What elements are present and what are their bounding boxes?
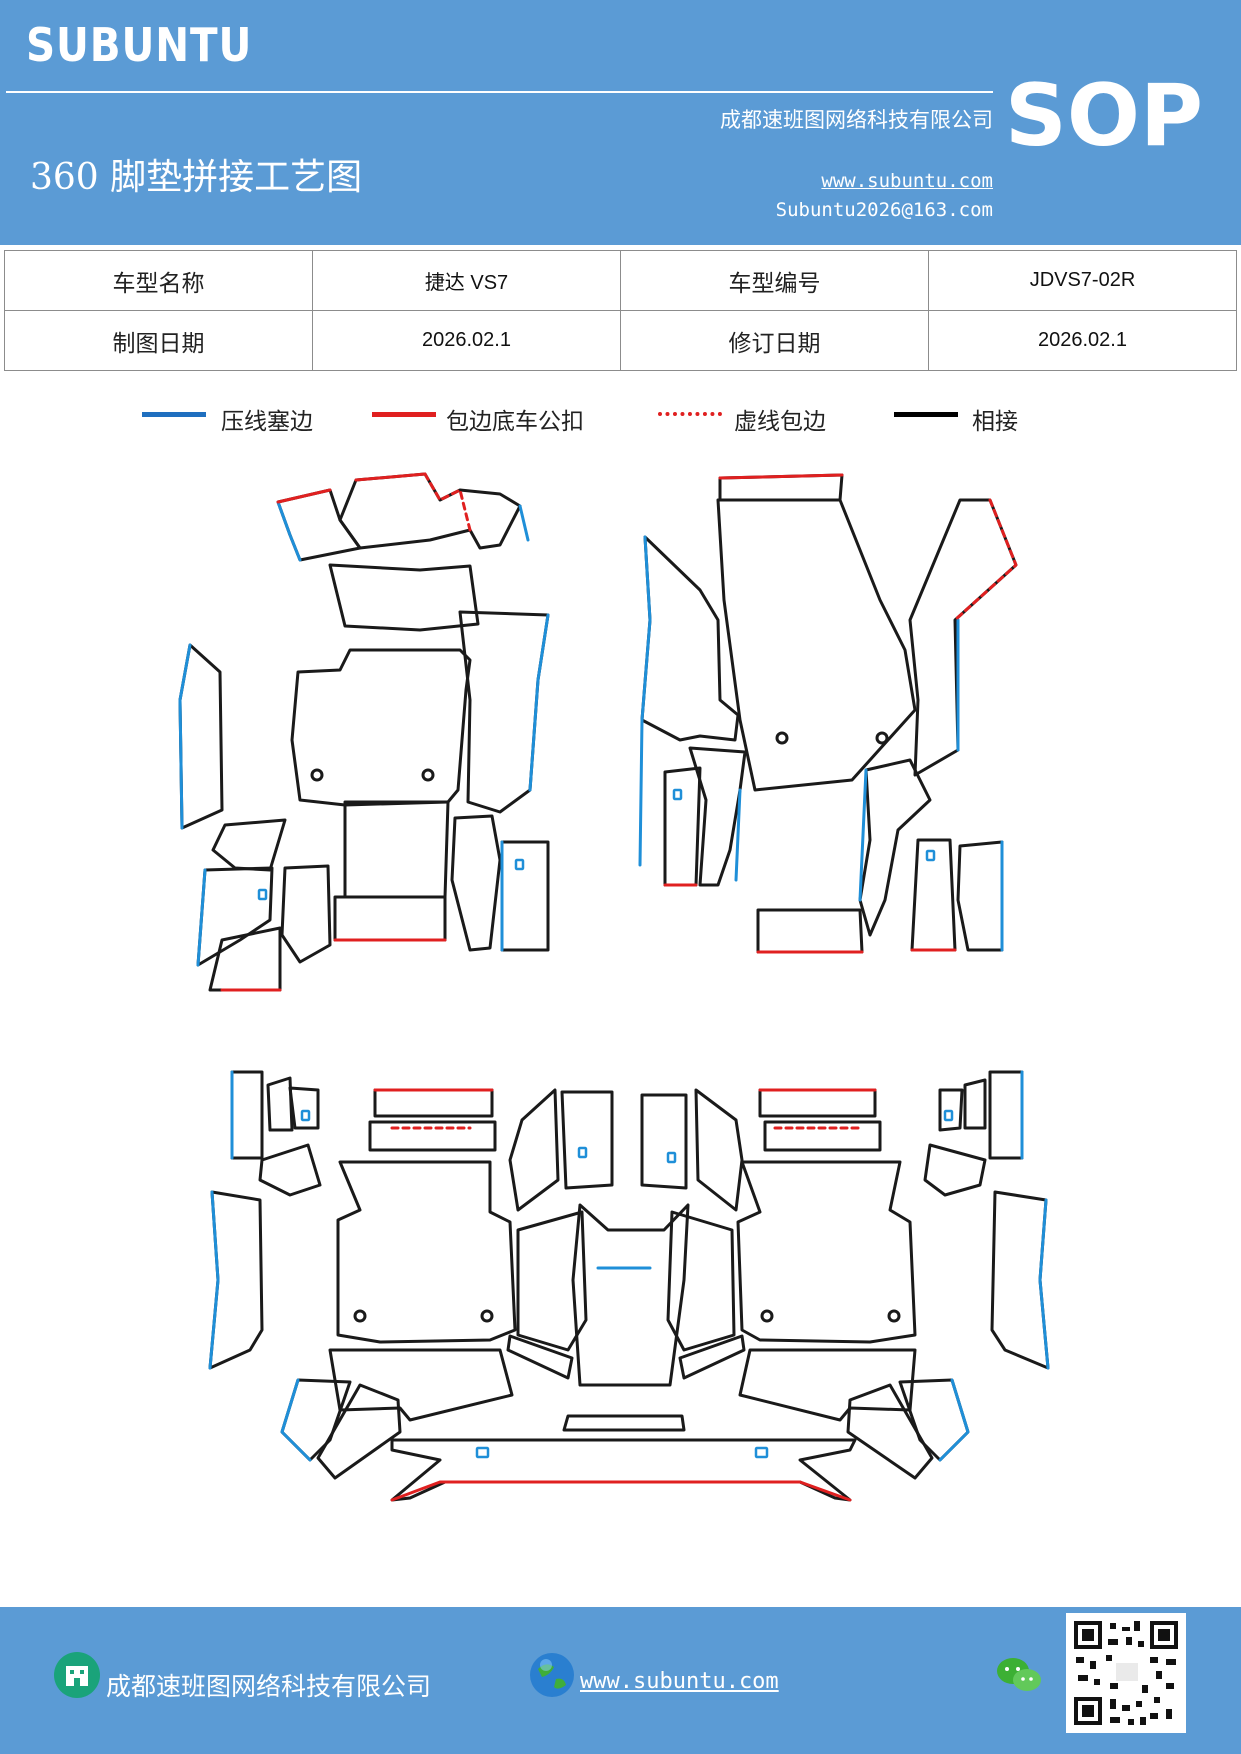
revise-date-label: 修订日期 — [620, 310, 929, 371]
model-code-label: 车型编号 — [620, 250, 929, 311]
bolt-holes — [310, 731, 901, 1323]
email-address: Subuntu2026@163.com — [775, 199, 993, 221]
info-table: 车型名称 捷达 VS7 车型编号 JDVS7-02R 制图日期 2026.02.… — [4, 250, 1237, 371]
dashed-edges — [390, 472, 1018, 1130]
website-link[interactable]: www.subuntu.com — [821, 170, 993, 192]
mat-outlines — [178, 472, 1050, 1502]
legend-label: 压线塞边 — [221, 409, 313, 435]
mat-layout-diagram — [178, 472, 1050, 1502]
company-building-icon — [54, 1652, 100, 1698]
legend-swatch — [658, 412, 722, 416]
brand-logo: SUBUNTU — [26, 18, 253, 72]
company-name: 成都速班图网络科技有限公司 — [720, 108, 993, 132]
legend-label: 包边底车公扣 — [446, 409, 584, 435]
draw-date-value: 2026.02.1 — [312, 310, 621, 371]
table-row: 制图日期 2026.02.1 修订日期 2026.02.1 — [4, 310, 1237, 371]
model-name-label: 车型名称 — [4, 250, 313, 311]
legend-swatch — [894, 412, 958, 417]
globe-icon — [530, 1653, 574, 1697]
model-name-value: 捷达 VS7 — [312, 250, 621, 311]
blue-edges — [178, 500, 1050, 1462]
footer-company-name: 成都速班图网络科技有限公司 — [106, 1672, 432, 1701]
footer-website-link[interactable]: www.subuntu.com — [580, 1669, 779, 1694]
buckle-clips — [257, 788, 954, 1459]
legend-label: 相接 — [972, 409, 1018, 435]
header-divider — [6, 91, 993, 93]
model-code-value: JDVS7-02R — [928, 250, 1237, 311]
table-row: 车型名称 捷达 VS7 车型编号 JDVS7-02R — [4, 250, 1237, 311]
red-edges — [220, 472, 957, 1502]
footer-banner: 成都速班图网络科技有限公司 www.subuntu.com — [0, 1607, 1241, 1754]
header-banner: SUBUNTU 成都速班图网络科技有限公司 360 脚垫拼接工艺图 www.su… — [0, 0, 1241, 245]
page-title: 360 脚垫拼接工艺图 — [30, 157, 363, 198]
sop-badge: SOP — [1004, 66, 1203, 166]
revise-date-value: 2026.02.1 — [928, 310, 1237, 371]
qr-code-icon — [1066, 1613, 1186, 1733]
wechat-icon — [997, 1658, 1041, 1691]
legend-label: 虚线包边 — [734, 409, 826, 435]
legend-swatch — [142, 412, 206, 417]
draw-date-label: 制图日期 — [4, 310, 313, 371]
legend-swatch — [372, 412, 436, 417]
legend: 压线塞边 包边底车公扣 虚线包边 相接 — [0, 402, 1241, 436]
